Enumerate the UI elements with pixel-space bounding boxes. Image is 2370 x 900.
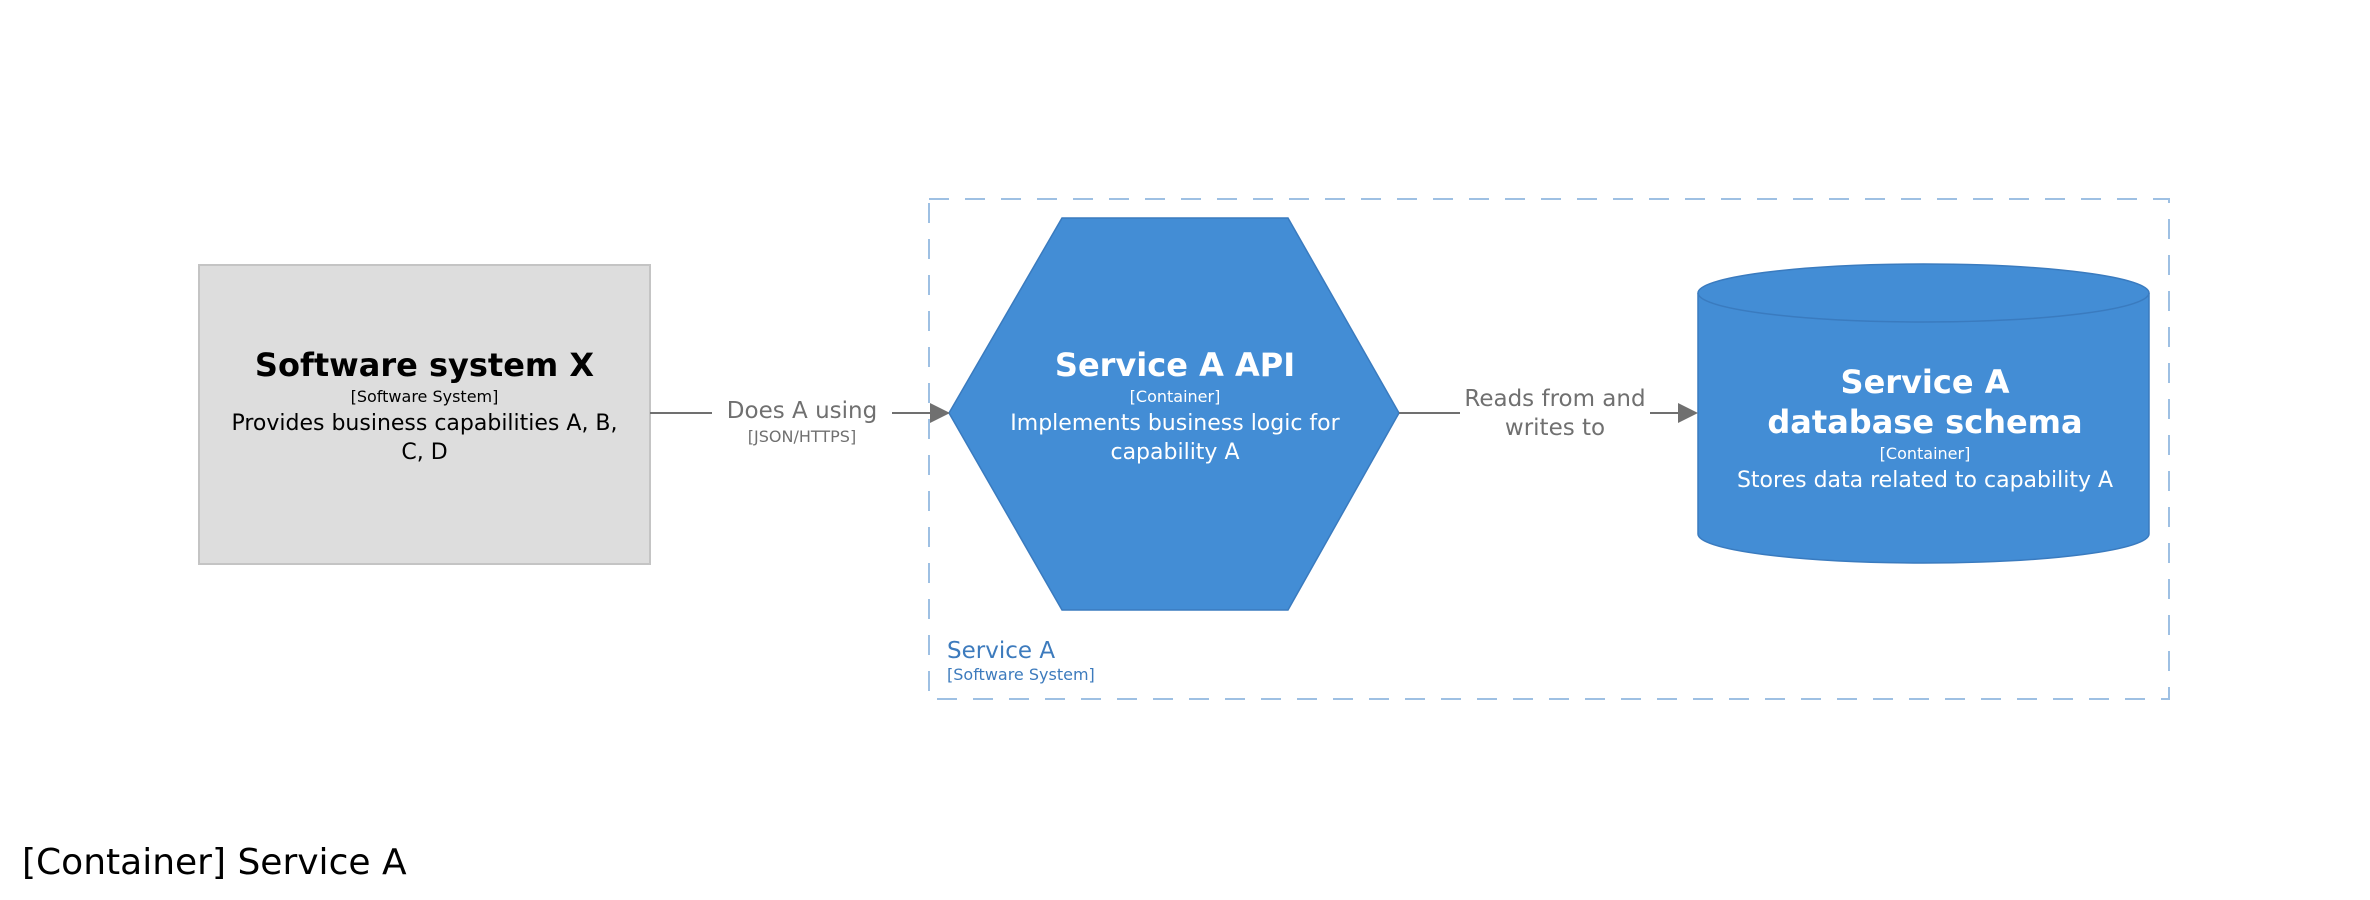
software-system-x-box[interactable] — [198, 264, 651, 565]
node-type: [Container] — [1879, 444, 1971, 463]
software-system-x-node[interactable]: Software system X [Software System] Prov… — [199, 345, 650, 467]
arrowhead-icon — [1678, 403, 1698, 423]
arrowhead-icon — [930, 403, 950, 423]
node-name: Service A database schema — [1767, 363, 2083, 441]
service-a-db-node[interactable]: Service A database schema [Container] St… — [1720, 362, 2130, 495]
relationship-technology: [JSON/HTTPS] — [747, 427, 857, 446]
node-description: Stores data related to capability A — [1736, 468, 2114, 493]
boundary-name: Service A — [947, 638, 1056, 664]
node-name: Service A API — [1054, 346, 1296, 384]
node-description: Provides business capabilities A, B, C, … — [231, 411, 618, 465]
relationship-label: Does A using — [726, 398, 878, 424]
service-a-api-node[interactable]: Service A API [Container] Implements bus… — [990, 345, 1360, 467]
edge-label-does-a-using[interactable]: Does A using [JSON/HTTPS] — [712, 397, 892, 448]
node-type: [Container] — [1129, 387, 1221, 406]
node-name: Software system X — [254, 346, 595, 384]
node-type: [Software System] — [350, 387, 499, 406]
service-a-boundary[interactable] — [928, 198, 2170, 700]
edge-label-reads-writes[interactable]: Reads from and writes to — [1460, 385, 1650, 443]
boundary-type: [Software System] — [947, 665, 1095, 684]
boundary-label: Service A [Software System] — [947, 637, 1095, 685]
relationship-label: Reads from and writes to — [1464, 386, 1646, 441]
node-description: Implements business logic for capability… — [1010, 411, 1340, 465]
service-a-db-cylinder[interactable] — [1697, 263, 2150, 564]
diagram-title: [Container] Service A — [22, 842, 407, 883]
